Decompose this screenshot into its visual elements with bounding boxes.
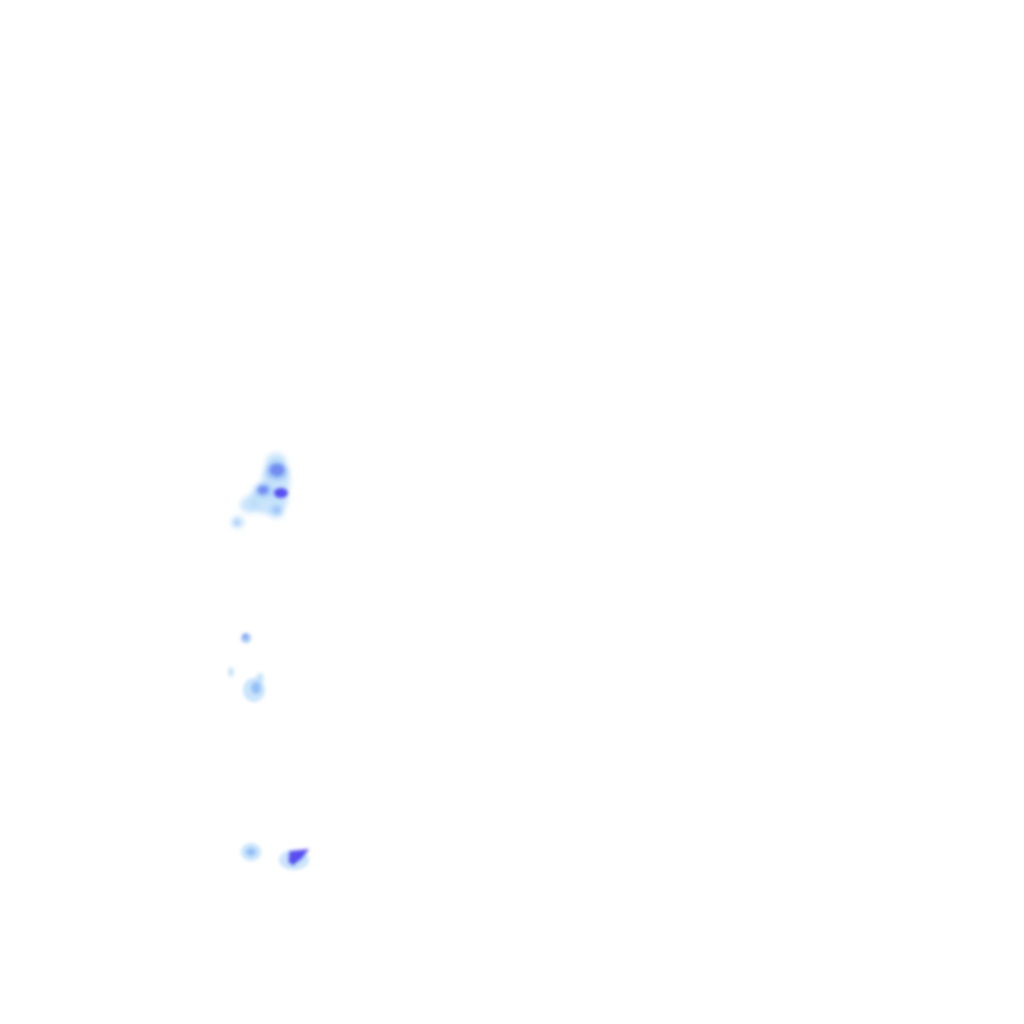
precip-cell-middle (228, 633, 265, 702)
precip-light (240, 497, 260, 513)
precip-intense (288, 849, 309, 866)
precip-strong (270, 464, 284, 476)
precip-medium (246, 848, 256, 856)
precip-cell-south (241, 843, 309, 870)
precip-medium (272, 506, 282, 514)
precip-core-north (258, 464, 288, 498)
precip-strong (243, 634, 247, 638)
precip-strong (258, 486, 268, 494)
precip-light (228, 667, 234, 677)
precip-medium (233, 520, 239, 526)
precip-light (256, 673, 264, 683)
precip-medium (251, 682, 261, 694)
precip-intense (274, 488, 288, 498)
